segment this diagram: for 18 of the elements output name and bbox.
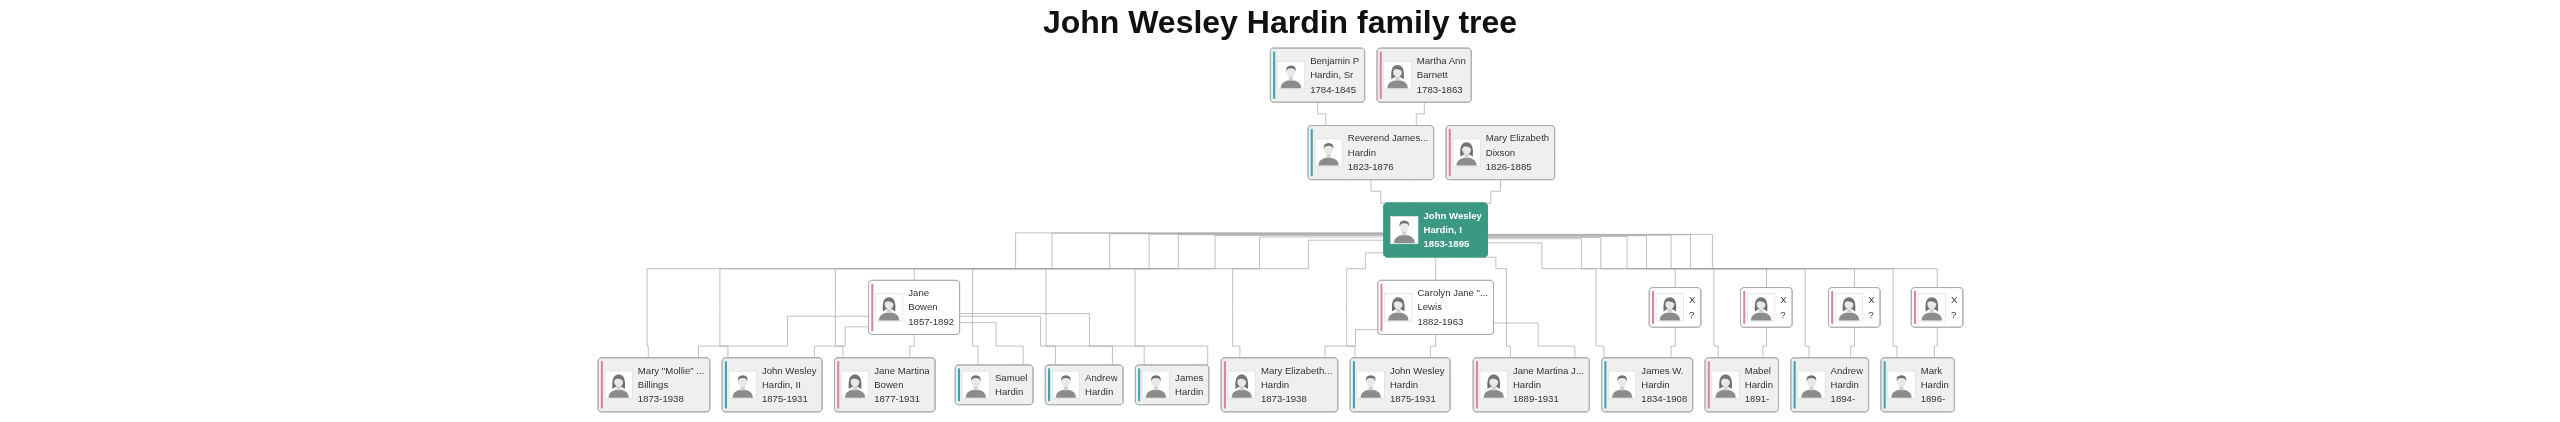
connector: [1486, 235, 1813, 359]
connector: [834, 233, 1384, 359]
connector: [1345, 252, 1384, 359]
connector: [1486, 234, 1901, 359]
connector: [1486, 238, 1676, 289]
connector: [1045, 235, 1384, 366]
connector: [1486, 234, 1938, 289]
connector: [1434, 257, 1436, 282]
connector: [959, 322, 1023, 366]
connector: [1486, 234, 1855, 289]
connector: [1231, 239, 1384, 359]
diagram-title: John Wesley Hardin family tree: [1042, 3, 1518, 41]
connector: [959, 315, 1113, 366]
connector: [959, 313, 1208, 366]
connector: [1493, 322, 1575, 359]
connector: [971, 234, 1384, 366]
connector: [1486, 236, 1767, 289]
connector: [1134, 236, 1384, 366]
